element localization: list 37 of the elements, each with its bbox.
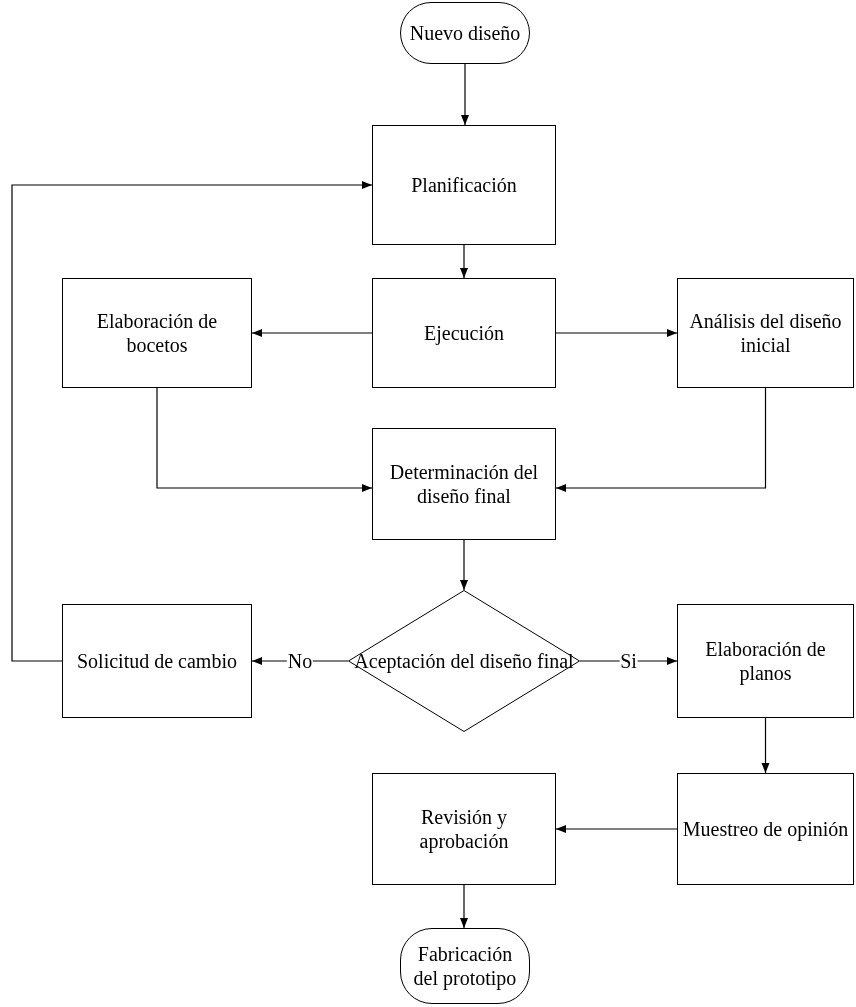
node-text: Muestreo de opinión [681, 817, 850, 841]
edge-label: Si [619, 651, 638, 671]
process-box [677, 278, 854, 388]
process-box [372, 278, 556, 388]
process-box [372, 125, 556, 245]
node-text: Elaboración de planos [704, 637, 827, 685]
node-text: Nuevo diseño [408, 21, 522, 45]
node-text: Aceptación del diseño final [353, 649, 575, 673]
arrow [11, 181, 373, 662]
arrow [461, 63, 469, 126]
arrow [555, 825, 678, 833]
arrow [555, 387, 767, 492]
node-text: Ejecución [423, 321, 505, 345]
node-text: Planificación [410, 173, 518, 197]
arrow [761, 717, 770, 774]
process-box [677, 604, 854, 718]
node-text: Análisis del diseño inicial [688, 309, 843, 357]
end-terminator [400, 928, 530, 1004]
arrow [460, 539, 468, 591]
node-text: Determinación del diseño final [388, 460, 540, 508]
arrow [251, 329, 373, 337]
arrow [579, 657, 678, 665]
decision-diamond [348, 590, 580, 732]
arrow [460, 884, 468, 929]
node-text: Solicitud de cambio [76, 649, 238, 673]
process-box [677, 773, 854, 885]
arrow [460, 244, 468, 279]
process-box [372, 428, 556, 540]
process-box [372, 773, 556, 885]
process-box [62, 278, 252, 388]
node-text: Revisión y aprobación [418, 805, 510, 853]
arrow [555, 329, 678, 337]
arrow [156, 387, 373, 492]
edge-label: No [286, 651, 314, 671]
process-box [62, 604, 252, 718]
node-text: Fabricación del prototipo [412, 942, 518, 990]
node-text: Elaboración de bocetos [95, 309, 219, 357]
